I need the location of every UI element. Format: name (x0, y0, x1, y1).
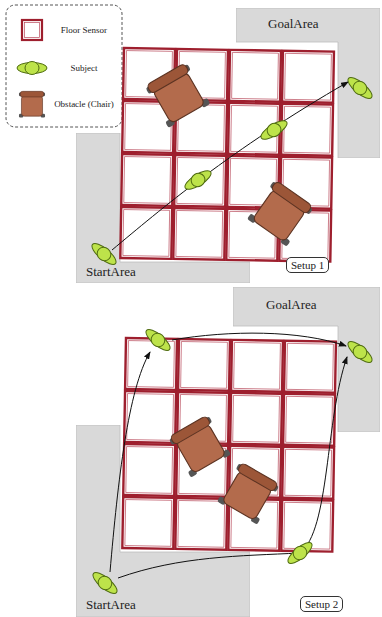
setup-label: Setup 1 (286, 257, 329, 273)
area-shape (76, 133, 250, 283)
start-area: StartArea (76, 133, 250, 283)
setup-label-text: Setup 1 (291, 259, 324, 271)
setup-label-text: Setup 2 (305, 598, 338, 610)
floor-sensor (229, 50, 281, 102)
legend-text: Floor Sensor (52, 25, 116, 35)
legend-entry: Subject (12, 52, 120, 84)
floor-sensor (281, 104, 333, 156)
goal-area: GoalArea (236, 8, 380, 158)
floor-sensor (173, 208, 225, 260)
legend-entry: Floor Sensor (12, 14, 120, 46)
area-label: GoalArea (266, 298, 317, 312)
subject-figure (142, 325, 173, 354)
area-label: GoalArea (268, 17, 319, 31)
floor-sensor (120, 207, 172, 259)
area-label: StartArea (86, 265, 136, 279)
legend-sample (12, 14, 52, 46)
floor-sensor (283, 394, 335, 446)
walk-path (172, 333, 346, 346)
floor-sensor (123, 444, 175, 496)
floor-sensor (122, 497, 174, 549)
legend-frame (6, 5, 122, 127)
walk-path (112, 82, 348, 250)
chair-obstacle (168, 414, 231, 477)
floor-sensor (178, 339, 230, 391)
floor-sensor (230, 393, 282, 445)
sensor-grid (122, 338, 336, 552)
floor-sensor (174, 155, 226, 207)
subject-figure (182, 167, 214, 194)
chair-obstacle (217, 461, 280, 524)
floor-sensor (284, 341, 336, 393)
area-label: StartArea (86, 598, 136, 612)
legend-text: Subject (52, 63, 116, 73)
chair-obstacle (247, 179, 314, 246)
floor-sensor (121, 154, 173, 206)
sensor-grid (120, 48, 334, 262)
legend-entry: Obstacle (Chair) (12, 88, 120, 120)
area-shape (76, 425, 250, 617)
floor-sensor (175, 498, 227, 550)
setup-label: Setup 2 (300, 596, 343, 612)
chair-obstacle (144, 62, 210, 128)
start-area: StartArea (76, 425, 250, 617)
legend-sample (12, 88, 52, 120)
goal-area: GoalArea (233, 287, 380, 432)
subject-figure (284, 538, 315, 567)
floor-sensor (124, 391, 176, 443)
walk-path (118, 357, 347, 578)
floor-sensor (231, 340, 283, 392)
legend-sample (12, 52, 52, 84)
subject-figure (258, 117, 290, 144)
legend-text: Obstacle (Chair) (52, 99, 116, 109)
